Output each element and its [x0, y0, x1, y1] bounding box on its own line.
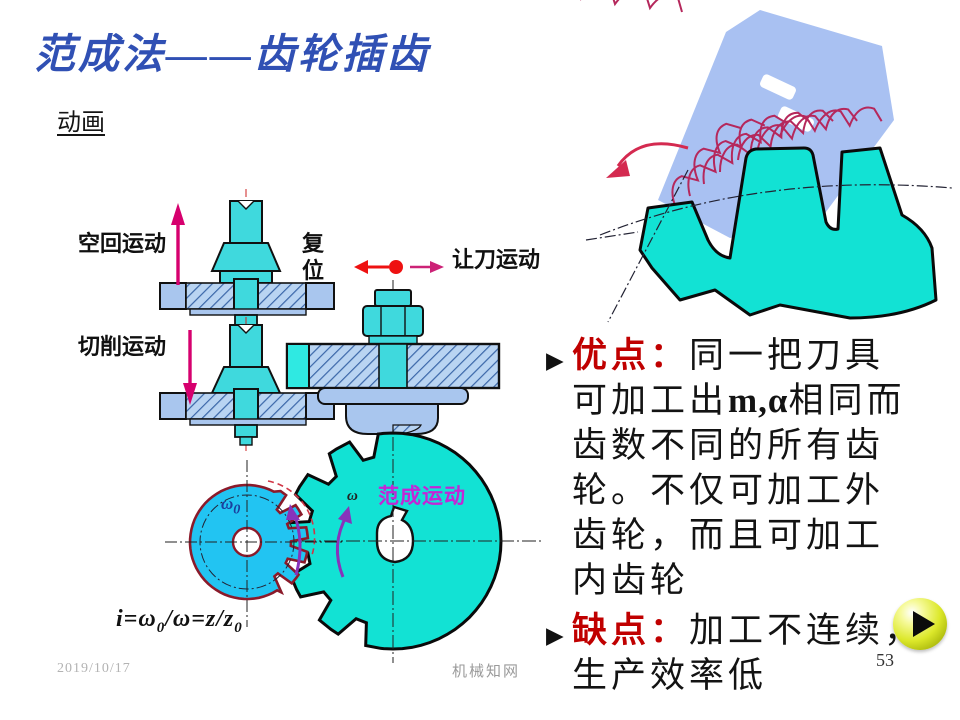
shaper-machine-diagram — [159, 189, 544, 663]
rotation-arrow — [606, 142, 689, 178]
transmission-ratio-formula: i=ω0/ω=z/z0 — [116, 606, 243, 636]
omega0-symbol: ω0 — [221, 494, 241, 518]
label-cutting-motion: 切削运动 — [78, 334, 167, 359]
advantage-line: 轮。不仅可加工外 — [572, 471, 885, 510]
advantage-line: 内齿轮 — [572, 561, 690, 600]
footer-date: 2019/10/17 — [57, 661, 131, 676]
page-number: 53 — [876, 650, 894, 670]
play-icon — [913, 611, 935, 637]
label-relief-motion: 让刀运动 — [452, 247, 541, 272]
gear-blank-shape — [638, 146, 938, 320]
advantage-line: 可加工出m,α相同而 — [572, 381, 906, 420]
cutter-tool-shape — [658, 10, 894, 238]
omega-symbol: ω — [347, 488, 358, 504]
disadvantage-line: 缺点：加工不连续， — [572, 611, 924, 650]
relief-arrows — [354, 260, 444, 274]
page-title: 范成法——齿轮插齿 — [34, 31, 430, 77]
gear-cutting-illustration — [580, 0, 953, 323]
advantage-line: 优点：同一把刀具 — [572, 336, 885, 375]
animation-link[interactable]: 动画 — [57, 110, 105, 136]
down-arrow — [183, 330, 197, 405]
cutter-spindle-lower — [159, 317, 335, 451]
footer-brand: 机械知网 — [452, 664, 521, 680]
disadvantage-line: 生产效率低 — [572, 656, 768, 695]
bullet-marker: ▶ — [546, 623, 564, 648]
advantage-line: 齿数不同的所有齿 — [572, 426, 885, 465]
cutter-spindle-upper — [159, 189, 335, 336]
centerlines — [585, 169, 953, 323]
label-reset: 复位 — [302, 231, 325, 283]
label-generating-motion: 范成运动 — [378, 484, 466, 508]
workpiece-gear — [280, 431, 544, 663]
cutter-gear — [165, 460, 342, 627]
play-button[interactable] — [893, 598, 947, 650]
bullet-marker: ▶ — [546, 348, 564, 373]
advantage-bullet: ▶ 优点：同一把刀具 可加工出m,α相同而 齿数不同的所有齿 轮。不仅可加工外 … — [546, 333, 906, 603]
label-idle-return-motion: 空回运动 — [78, 231, 167, 256]
workpiece-fixture — [285, 280, 501, 485]
disadvantage-bullet: ▶ 缺点：加工不连续， 生产效率低 — [546, 608, 924, 698]
up-arrow — [171, 203, 185, 285]
advantage-line: 齿轮，而且可加工 — [572, 516, 885, 555]
